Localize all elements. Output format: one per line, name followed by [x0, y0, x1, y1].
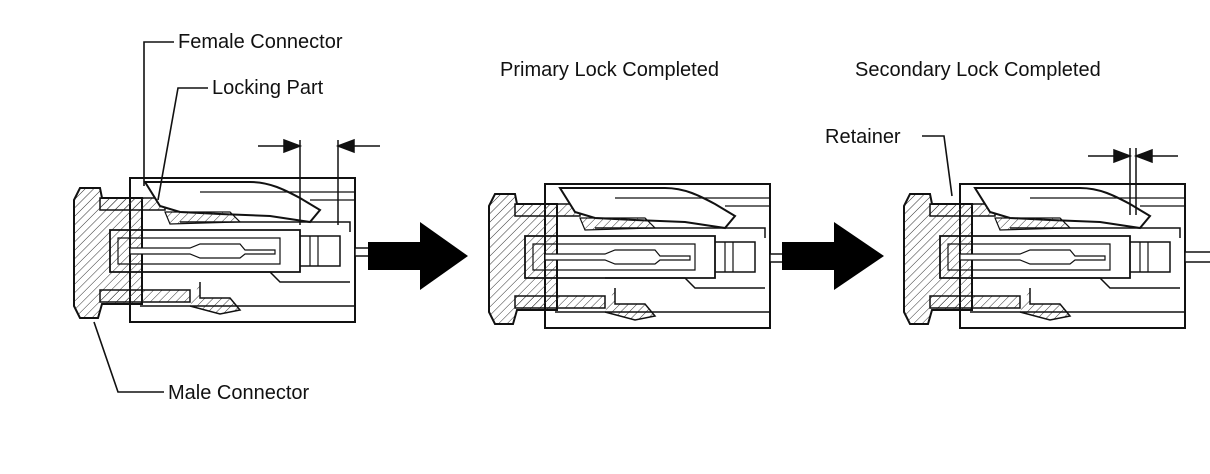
female-connector-label: Female Connector: [178, 31, 343, 53]
primary-lock-title: Primary Lock Completed: [500, 59, 719, 81]
connector-secondary-lock: [903, 183, 1210, 329]
connector-before-lock: [73, 177, 372, 323]
retainer-leader: [922, 135, 953, 197]
arrow-1: [368, 222, 468, 290]
connector-primary-lock: [488, 183, 789, 329]
secondary-lock-title: Secondary Lock Completed: [855, 59, 1101, 81]
male-connector-label: Male Connector: [168, 382, 310, 404]
leader-lines: [93, 41, 208, 393]
locking-part-label: Locking Part: [212, 77, 324, 99]
gap-dimension-1: [258, 138, 380, 225]
retainer-label: Retainer: [825, 126, 901, 148]
gap-dimension-3: [1088, 148, 1178, 215]
arrow-2: [782, 222, 884, 290]
